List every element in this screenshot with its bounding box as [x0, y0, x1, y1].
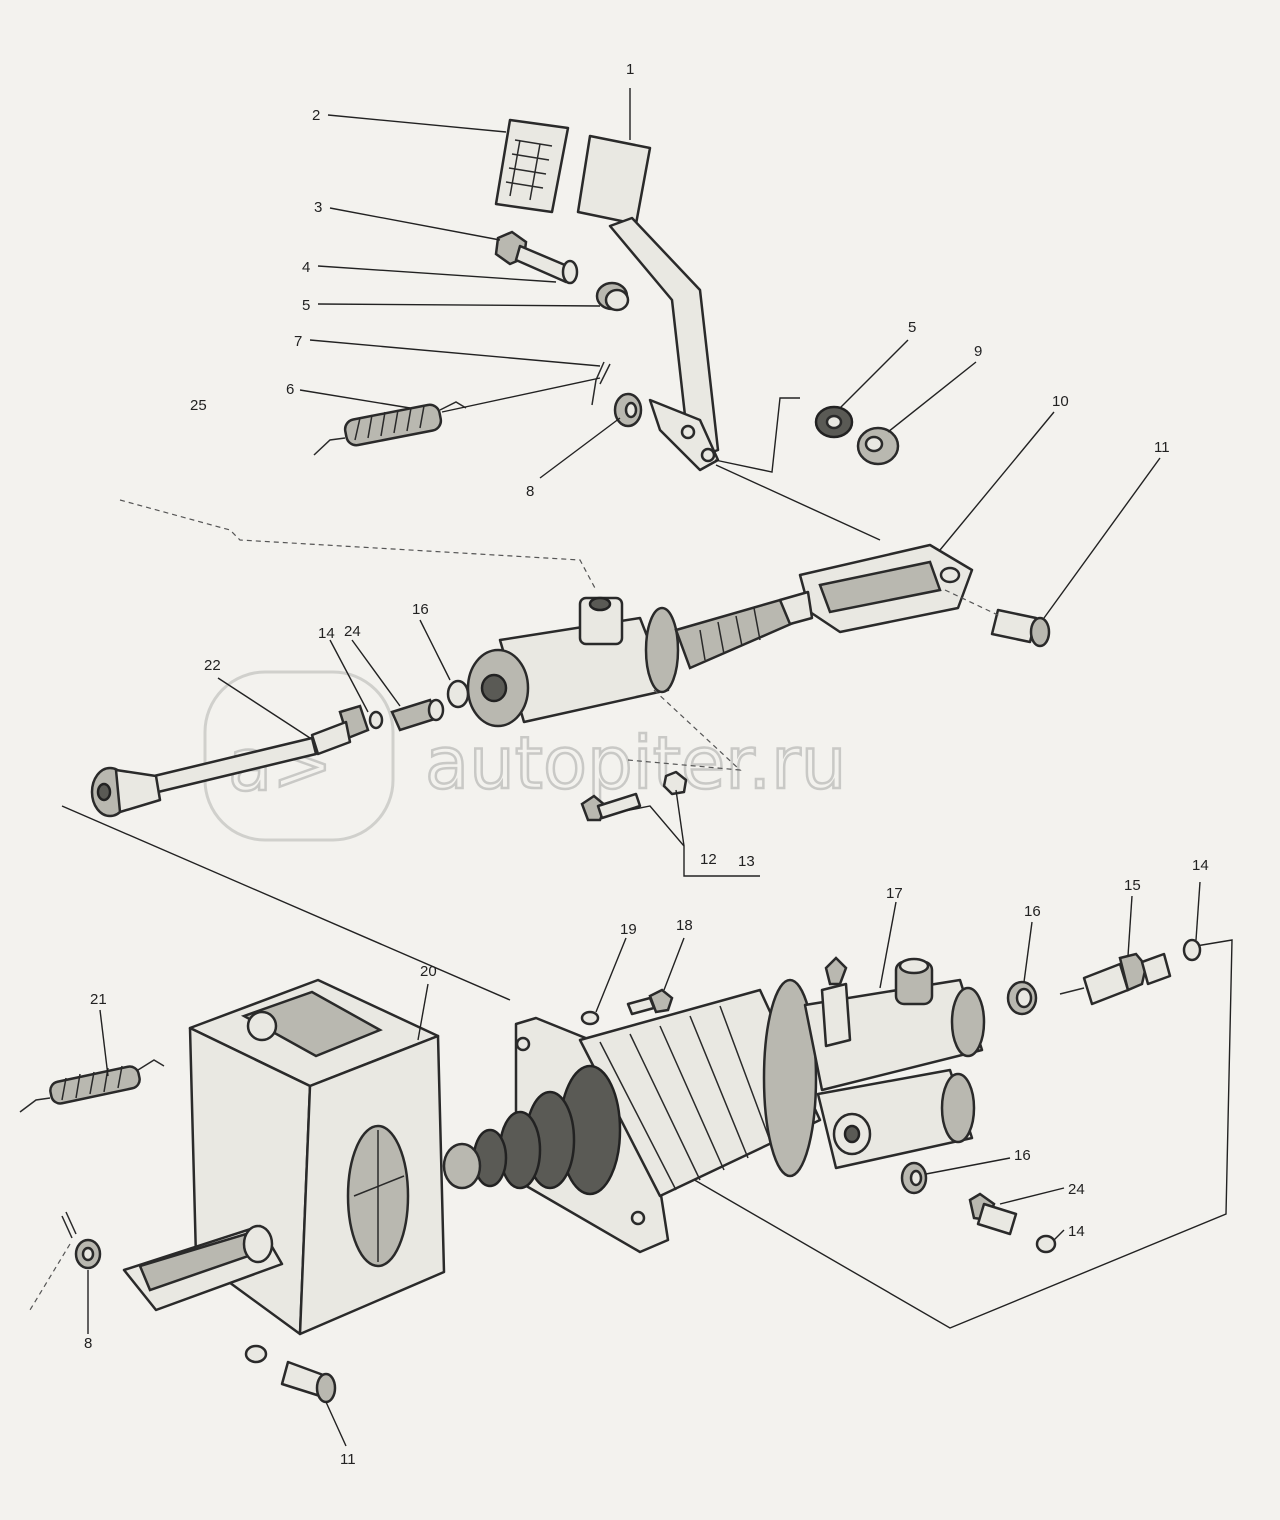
cap-nut-9 — [856, 426, 900, 466]
callout-22: 22 — [204, 657, 221, 674]
fitting-24-upper — [390, 698, 445, 732]
washer-13 — [662, 770, 688, 796]
callout-20: 20 — [420, 963, 437, 980]
bushing-5 — [595, 281, 630, 312]
washer-lower — [244, 1344, 268, 1364]
callout-14-lower: 14 — [1068, 1223, 1085, 1240]
watermark-logo-frame — [203, 670, 395, 842]
cotter-pin-7 — [591, 361, 611, 406]
spring-21 — [19, 1059, 165, 1113]
callout-12: 12 — [700, 851, 717, 868]
callout-17: 17 — [886, 885, 903, 902]
callout-7: 7 — [294, 333, 302, 350]
clevis-lower — [122, 1224, 284, 1312]
hose-22 — [90, 704, 370, 818]
gasket-16-lower — [900, 1161, 928, 1195]
callout-5: 5 — [302, 297, 310, 314]
callout-5-right: 5 — [908, 319, 916, 336]
nut-5-right — [814, 405, 854, 439]
bolt-3 — [494, 230, 579, 285]
callout-11: 11 — [1154, 439, 1170, 456]
callout-2: 2 — [312, 107, 320, 124]
callout-8: 8 — [526, 483, 534, 500]
pin-11-lower — [280, 1360, 337, 1404]
callout-15: 15 — [1124, 877, 1141, 894]
ring-14-upper — [368, 710, 384, 730]
master-cylinder-upper — [466, 590, 814, 728]
callout-14: 14 — [318, 625, 335, 642]
washer-19 — [580, 1010, 600, 1026]
callout-16: 16 — [412, 601, 429, 618]
callout-10: 10 — [1052, 393, 1069, 410]
ring-14-right — [1182, 938, 1202, 962]
spring-6 — [313, 401, 467, 456]
callout-labels: 1 2 3 4 5 7 6 25 8 5 9 10 11 16 14 24 22… — [84, 61, 1209, 1468]
callout-16-lower: 16 — [1014, 1147, 1031, 1164]
callout-4: 4 — [302, 259, 310, 276]
fitting-24-lower — [968, 1192, 1018, 1236]
cotter-pin-lower — [29, 1211, 77, 1311]
valve-15 — [1059, 952, 1172, 1006]
clevis-fork-10 — [798, 543, 974, 634]
callout-24: 24 — [344, 623, 361, 640]
callout-21: 21 — [90, 991, 107, 1008]
pedal-lever-1 — [576, 134, 720, 472]
boot — [442, 1064, 622, 1196]
callout-13: 13 — [738, 853, 755, 870]
callout-25: 25 — [190, 397, 207, 414]
pin-11-upper — [990, 608, 1051, 648]
callout-9: 9 — [974, 343, 982, 360]
bolt-12 — [580, 792, 642, 822]
gasket-16-right — [1006, 980, 1038, 1016]
callout-8-lower: 8 — [84, 1335, 92, 1352]
gasket-16-upper — [446, 679, 470, 709]
callout-6: 6 — [286, 381, 294, 398]
washer-8-lower — [74, 1238, 102, 1270]
callout-16-right: 16 — [1024, 903, 1041, 920]
screw-18 — [626, 988, 674, 1016]
callout-3: 3 — [314, 199, 322, 216]
pedal-pad-2 — [494, 118, 570, 214]
washer-8 — [613, 392, 643, 428]
callout-11-lower: 11 — [340, 1451, 356, 1468]
callout-18: 18 — [676, 917, 693, 934]
callout-1: 1 — [626, 61, 634, 78]
watermark-text: autopiter.ru — [425, 721, 846, 805]
watermark: a> autopiter.ru — [203, 670, 848, 842]
ring-14-lower — [1035, 1234, 1057, 1254]
callout-14-right: 14 — [1192, 857, 1209, 874]
callout-24-lower: 24 — [1068, 1181, 1085, 1198]
callout-19: 19 — [620, 921, 637, 938]
